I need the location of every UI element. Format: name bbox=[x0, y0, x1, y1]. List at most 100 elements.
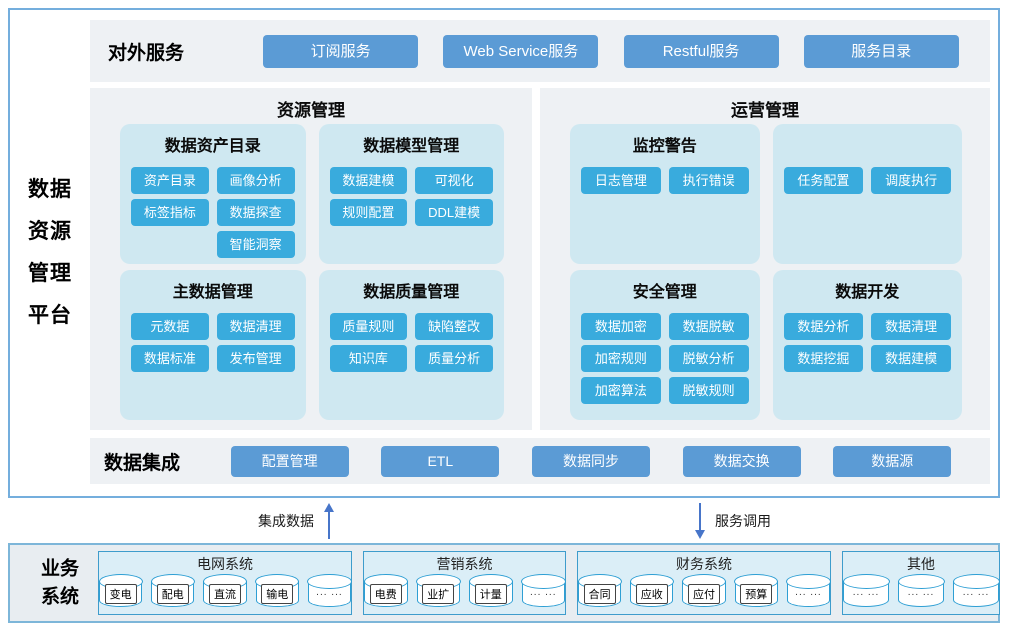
config-management-button[interactable]: 配置管理 bbox=[230, 445, 349, 477]
database-cylinder-icon: ... ... bbox=[786, 574, 831, 607]
card-title: 数据模型管理 bbox=[363, 138, 460, 155]
module-button[interactable]: 数据探查 bbox=[216, 199, 295, 226]
card-title: 数据质量管理 bbox=[363, 284, 460, 301]
card-master-data-management: 主数据管理 元数据 数据清理 数据标准 发布管理 bbox=[120, 270, 306, 420]
module-button[interactable]: 资产目录 bbox=[131, 167, 209, 194]
module-button[interactable]: 元数据 bbox=[131, 313, 209, 340]
card-security-management: 安全管理 数据加密 数据脱敏 加密规则 脱敏分析 加密算法 脱敏规则 bbox=[570, 270, 760, 420]
module-button[interactable]: 智能洞察 bbox=[216, 231, 295, 258]
module-button[interactable]: 规则配置 bbox=[329, 199, 408, 226]
module-button[interactable]: 数据挖掘 bbox=[783, 345, 864, 372]
module-button[interactable]: 脱敏分析 bbox=[668, 345, 749, 372]
module-button[interactable]: 数据建模 bbox=[871, 345, 951, 372]
module-button[interactable]: 加密算法 bbox=[581, 377, 661, 404]
platform-title-line: 管理 bbox=[28, 262, 72, 285]
module-button[interactable]: 知识库 bbox=[329, 345, 408, 372]
module-button[interactable]: 质量分析 bbox=[415, 345, 493, 372]
module-button[interactable]: 发布管理 bbox=[216, 345, 295, 372]
module-button[interactable]: 数据脱敏 bbox=[668, 313, 749, 340]
card-buttons: 数据加密 数据脱敏 加密规则 脱敏分析 加密算法 脱敏规则 bbox=[579, 313, 751, 404]
card-title: 安全管理 bbox=[632, 284, 697, 301]
module-button[interactable]: 脱敏规则 bbox=[668, 377, 749, 404]
business-systems-panel: 业务 系统 电网系统 变电 配电 直流 输电 ... ... 营销系统 电费 业… bbox=[8, 543, 1000, 623]
card-data-quality-management: 数据质量管理 质量规则 缺陷整改 知识库 质量分析 bbox=[318, 270, 504, 420]
external-services-title: 对外服务 bbox=[108, 42, 185, 64]
group-marketing-system: 营销系统 电费 业扩 计量 ... ... bbox=[363, 551, 566, 615]
platform-container: 数据 资源 管理 平台 对外服务 订阅服务 Web Service服务 Rest… bbox=[8, 8, 1000, 498]
database-label: ... ... bbox=[316, 587, 343, 598]
database-row: 合同 应收 应付 预算 ... ... bbox=[577, 574, 831, 607]
card-task-schedule: 任务配置 调度执行 bbox=[772, 124, 962, 264]
database-label: 应收 bbox=[635, 584, 668, 604]
module-button[interactable]: 日志管理 bbox=[581, 167, 661, 194]
subscribe-service-button[interactable]: 订阅服务 bbox=[263, 34, 419, 68]
module-button[interactable]: 标签指标 bbox=[131, 199, 209, 226]
module-button[interactable]: 质量规则 bbox=[329, 313, 408, 340]
card-data-model-management: 数据模型管理 数据建模 可视化 规则配置 DDL建模 bbox=[318, 124, 504, 264]
database-cylinder-icon: ... ... bbox=[307, 574, 352, 607]
database-label: ... ... bbox=[962, 587, 990, 598]
module-button[interactable]: 执行错误 bbox=[668, 167, 749, 194]
module-button[interactable]: 画像分析 bbox=[216, 167, 295, 194]
module-button[interactable]: 数据建模 bbox=[329, 167, 408, 194]
module-button[interactable]: 数据清理 bbox=[871, 313, 951, 340]
database-cylinder-icon: 合同 bbox=[577, 574, 622, 607]
data-source-button[interactable]: 数据源 bbox=[833, 445, 952, 477]
service-catalog-button[interactable]: 服务目录 bbox=[803, 34, 959, 68]
database-label: 合同 bbox=[583, 584, 616, 604]
database-cylinder-icon: 预算 bbox=[734, 574, 779, 607]
database-label: 输电 bbox=[261, 584, 294, 604]
database-label: 直流 bbox=[209, 584, 241, 604]
module-button[interactable]: 加密规则 bbox=[581, 345, 661, 372]
module-button[interactable]: 数据标准 bbox=[131, 345, 209, 372]
module-button[interactable]: 任务配置 bbox=[783, 167, 864, 194]
operation-management-title: 运营管理 bbox=[731, 101, 799, 120]
data-sync-button[interactable]: 数据同步 bbox=[531, 445, 650, 477]
database-cylinder-icon: 应收 bbox=[629, 574, 675, 607]
database-cylinder-icon: 输电 bbox=[255, 574, 300, 607]
database-cylinder-icon: 计量 bbox=[468, 574, 513, 607]
module-button[interactable]: 数据分析 bbox=[783, 313, 864, 340]
module-button[interactable]: 调度执行 bbox=[871, 167, 951, 194]
platform-title-line: 数据 bbox=[28, 178, 72, 201]
group-finance-system: 财务系统 合同 应收 应付 预算 ... ... bbox=[577, 551, 831, 615]
restful-service-button[interactable]: Restful服务 bbox=[623, 34, 779, 68]
integrate-data-label: 集成数据 bbox=[258, 513, 314, 529]
database-cylinder-icon: 应付 bbox=[681, 574, 727, 607]
business-groups: 电网系统 变电 配电 直流 输电 ... ... 营销系统 电费 业扩 计量 .… bbox=[98, 551, 1000, 615]
database-row: 变电 配电 直流 输电 ... ... bbox=[98, 574, 352, 607]
etl-button[interactable]: ETL bbox=[381, 445, 500, 477]
card-buttons: 质量规则 缺陷整改 知识库 质量分析 bbox=[328, 313, 496, 372]
group-title: 电网系统 bbox=[197, 556, 253, 572]
web-service-button[interactable]: Web Service服务 bbox=[443, 34, 599, 68]
group-other-systems: 其他 ... ... ... ... ... ... bbox=[842, 551, 1000, 615]
resource-cards: 数据资产目录 资产目录 画像分析 标签指标 数据探查 智能洞察 数据模型管理 数… bbox=[120, 124, 504, 420]
module-button[interactable]: 数据清理 bbox=[216, 313, 295, 340]
module-button[interactable]: 缺陷整改 bbox=[415, 313, 493, 340]
card-buttons: 元数据 数据清理 数据标准 发布管理 bbox=[129, 313, 297, 372]
database-label: ... ... bbox=[795, 587, 822, 598]
card-monitor-alert: 监控警告 日志管理 执行错误 bbox=[570, 124, 760, 264]
module-button[interactable]: DDL建模 bbox=[415, 199, 493, 226]
platform-title-line: 资源 bbox=[28, 220, 72, 243]
data-exchange-button[interactable]: 数据交换 bbox=[682, 445, 801, 477]
database-cylinder-icon: ... ... bbox=[952, 574, 1000, 607]
card-title: 数据开发 bbox=[835, 284, 900, 301]
module-button[interactable]: 数据加密 bbox=[581, 313, 661, 340]
group-title: 营销系统 bbox=[436, 556, 493, 572]
business-systems-title: 业务 系统 bbox=[24, 555, 96, 610]
card-title: 数据资产目录 bbox=[164, 138, 261, 155]
database-row: 电费 业扩 计量 ... ... bbox=[363, 574, 565, 607]
database-label: 电费 bbox=[369, 584, 402, 604]
card-buttons: 数据分析 数据清理 数据挖掘 数据建模 bbox=[782, 313, 954, 372]
module-button[interactable]: 可视化 bbox=[415, 167, 493, 194]
card-buttons: 日志管理 执行错误 bbox=[579, 167, 751, 194]
card-title: 监控警告 bbox=[632, 138, 697, 155]
database-label: ... ... bbox=[530, 587, 557, 598]
operation-cards: 监控警告 日志管理 执行错误 任务配置 调度执行 安全管理 bbox=[570, 124, 962, 420]
card-buttons: 任务配置 调度执行 bbox=[782, 167, 954, 194]
card-buttons: 数据建模 可视化 规则配置 DDL建模 bbox=[328, 167, 496, 226]
data-integration-title: 数据集成 bbox=[104, 452, 181, 474]
resource-management-title: 资源管理 bbox=[277, 101, 345, 120]
